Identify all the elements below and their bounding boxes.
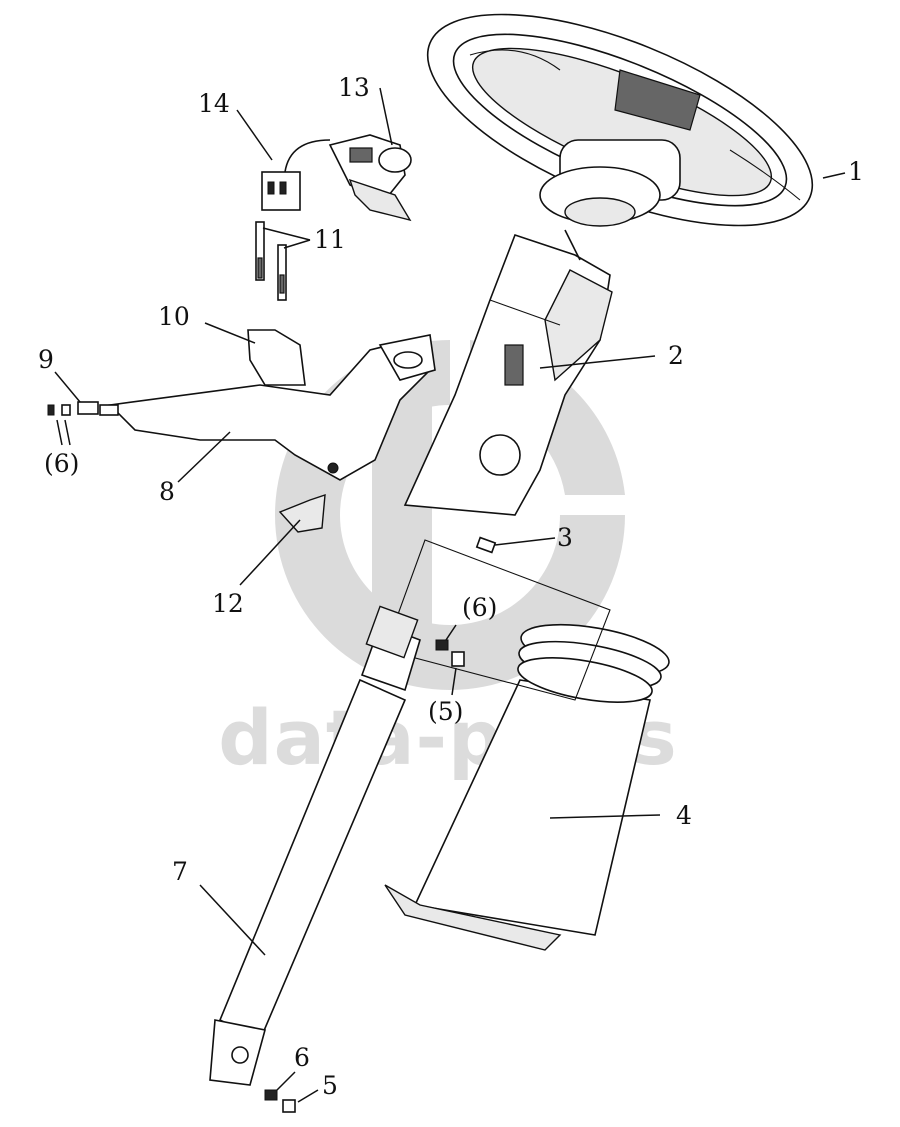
part-number-labels: 1 2 3 4 5 6 7 8 9 10 11 12 13 14 (6) (6)… [38,73,864,1100]
label-part-7: 7 [172,857,188,886]
bolt-9 [47,401,119,416]
label-part-3: 3 [557,523,573,552]
label-part-11: 11 [314,225,346,254]
steering-wheel [426,13,814,227]
label-part-9: 9 [38,345,54,374]
label-part-10: 10 [158,302,190,331]
label-part-5: 5 [322,1071,338,1100]
label-part-12: 12 [212,589,244,618]
label-part-6-paren-mid: (6) [462,593,497,622]
bolt-3 [475,536,497,554]
mounting-bracket [108,334,436,481]
label-part-2: 2 [668,341,684,370]
label-part-14: 14 [198,89,230,118]
lower-universal-joint [209,1019,296,1113]
label-part-6-paren-left: (6) [44,449,79,478]
lower-column-shaft [218,539,611,1042]
leader-lines [54,87,846,1103]
column-boot [384,623,670,951]
clamp-10 [247,329,306,386]
column-housing [403,229,613,516]
pins-11 [255,221,287,301]
label-part-8: 8 [159,477,175,506]
label-part-1: 1 [848,157,864,186]
label-part-13: 13 [338,73,370,102]
label-part-6: 6 [294,1043,310,1072]
mid-nut-bolt [435,639,465,667]
label-part-5-paren-mid: (5) [428,697,463,726]
connector-14 [261,139,331,211]
label-part-4: 4 [676,801,692,830]
ignition-switch [328,134,412,222]
wedge-12 [278,493,326,533]
